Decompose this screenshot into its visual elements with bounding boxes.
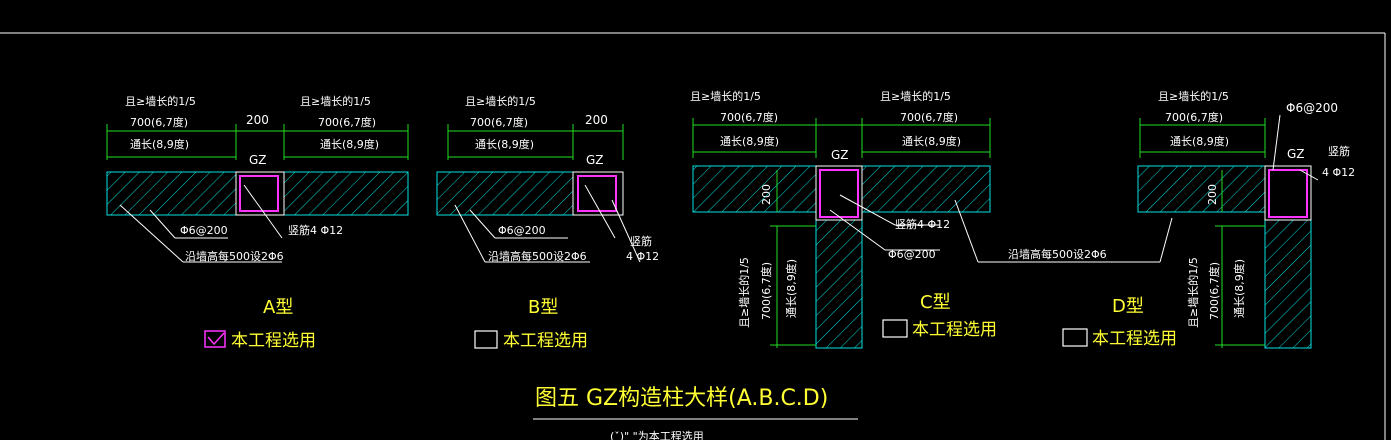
drawing-title: 图五 GZ构造柱大样(A.B.C.D) — [535, 386, 828, 411]
check-icon — [207, 332, 225, 346]
d-full-length: 通长(8,9度) — [1170, 134, 1229, 148]
b-selected-checkbox[interactable] — [474, 330, 498, 349]
a-min-length-left: 且≥墙长的1/5 — [125, 94, 196, 108]
a-dim-200: 200 — [246, 113, 269, 127]
a-bar-d12: 竖筋4 Φ12 — [288, 223, 343, 237]
a-stirrup: Φ6@200 — [180, 224, 228, 237]
d-rebar-count: 4 Φ12 — [1322, 166, 1355, 179]
detail-type-a: 且≥墙长的1/5 且≥墙长的1/5 700(6,7度) 700(6,7度) 20… — [106, 94, 409, 351]
a-full-length-left: 通长(8,9度) — [130, 137, 189, 151]
drawing-subtitle: (ˇ)" "为本工程选用 — [610, 429, 704, 440]
b-dim-200: 200 — [585, 113, 608, 127]
c-type-label: C型 — [920, 292, 951, 313]
a-len-700-left: 700(6,7度) — [130, 115, 188, 129]
b-full-length: 通长(8,9度) — [475, 137, 534, 151]
drawing-frame — [0, 32, 1386, 440]
c-full-length-left: 通长(8,9度) — [720, 134, 779, 148]
c-dim-200: 200 — [760, 184, 773, 205]
a-gz-label: GZ — [249, 153, 267, 167]
d-len-700-vertical: 700(6,7度) — [1207, 262, 1221, 320]
detail-type-d: 且≥墙长的1/5 Φ6@200 700(6,7度) 通长(8,9度) GZ 竖筋… — [1062, 89, 1355, 349]
b-rebar-count: 4 Φ12 — [626, 250, 659, 263]
a-selected-checkbox[interactable] — [204, 330, 226, 348]
c-bar-d12: 竖筋4 Φ12 — [895, 217, 950, 231]
b-len-700: 700(6,7度) — [470, 115, 528, 129]
d-len-700: 700(6,7度) — [1165, 110, 1223, 124]
c-len-700-left: 700(6,7度) — [720, 110, 778, 124]
c-selected-checkbox[interactable] — [882, 319, 908, 338]
b-selected-note: 本工程选用 — [503, 331, 588, 351]
c-len-700-right: 700(6,7度) — [900, 110, 958, 124]
b-type-label: B型 — [528, 297, 558, 318]
c-gz-label: GZ — [831, 148, 849, 162]
b-gz-label: GZ — [586, 153, 604, 167]
d-min-length-vertical: 且≥墙长的1/5 — [1186, 257, 1200, 328]
b-stirrup: Φ6@200 — [498, 224, 546, 237]
c-full-length-vertical: 通长(8,9度) — [784, 259, 798, 318]
b-wall-tie: 沿墙高每500设2Φ6 — [488, 249, 587, 263]
b-min-length: 且≥墙长的1/5 — [465, 94, 536, 108]
a-full-length-right: 通长(8,9度) — [320, 137, 379, 151]
d-full-length-vertical: 通长(8,9度) — [1232, 259, 1246, 318]
d-rebar-label: 竖筋 — [1328, 144, 1350, 158]
d-stirrup: Φ6@200 — [1286, 101, 1338, 115]
a-wall-tie: 沿墙高每500设2Φ6 — [185, 249, 284, 263]
d-dim-200: 200 — [1206, 184, 1219, 205]
a-selected-note: 本工程选用 — [231, 331, 316, 351]
drawing-title-block: 图五 GZ构造柱大样(A.B.C.D) (ˇ)" "为本工程选用 — [533, 386, 858, 440]
d-selected-note: 本工程选用 — [1092, 329, 1177, 349]
d-type-label: D型 — [1112, 296, 1144, 317]
b-rebar-label: 竖筋 — [630, 234, 652, 248]
c-wall-tie: 沿墙高每500设2Φ6 — [1008, 247, 1107, 261]
c-selected-note: 本工程选用 — [912, 320, 997, 340]
detail-type-b: 且≥墙长的1/5 700(6,7度) 200 通长(8,9度) GZ Φ6@20… — [436, 94, 659, 351]
d-min-length: 且≥墙长的1/5 — [1158, 89, 1229, 103]
c-min-length-vertical: 且≥墙长的1/5 — [737, 257, 751, 328]
a-min-length-right: 且≥墙长的1/5 — [300, 94, 371, 108]
c-len-700-vertical: 700(6,7度) — [759, 262, 773, 320]
d-gz-label: GZ — [1287, 147, 1305, 161]
c-min-length-right: 且≥墙长的1/5 — [880, 89, 951, 103]
c-stirrup: Φ6@200 — [888, 248, 936, 261]
c-min-length-left: 且≥墙长的1/5 — [690, 89, 761, 103]
a-type-label: A型 — [263, 297, 293, 318]
d-selected-checkbox[interactable] — [1062, 328, 1088, 347]
c-full-length-right: 通长(8,9度) — [902, 134, 961, 148]
detail-type-c: 且≥墙长的1/5 且≥墙长的1/5 700(6,7度) 700(6,7度) 通长… — [690, 89, 1173, 349]
a-len-700-right: 700(6,7度) — [318, 115, 376, 129]
